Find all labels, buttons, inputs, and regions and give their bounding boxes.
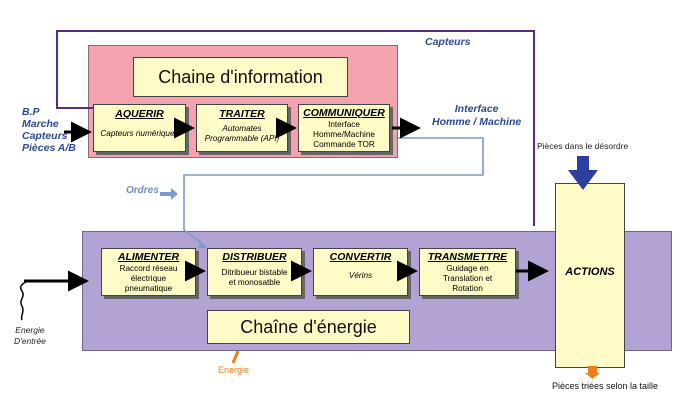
block-convertir-line-1: Vérins — [348, 271, 373, 280]
block-distribuer: DISTRIBUER Ditribueur bistable et monosa… — [207, 248, 302, 296]
block-distribuer-line-1: Ditribueur bistable — [221, 268, 288, 277]
block-aquerir-line-1: Capteurs numériques — [100, 129, 179, 138]
block-traiter-line-1: Automates — [222, 124, 262, 133]
interface-label-line-2: Homme / Machine — [432, 116, 522, 128]
block-aquerir-title: AQUERIR — [115, 108, 164, 120]
energy-chain-title: Chaîne d'énergie — [207, 310, 410, 344]
block-communiquer: COMMUNIQUER Interface Homme/Machine Comm… — [298, 104, 390, 152]
ordres-label: Ordres — [126, 185, 159, 196]
pieces-desordre-label: Pièces dans le désordre — [537, 141, 629, 151]
energie-entree-label: Energie D'entrée — [14, 325, 46, 347]
pieces-triees-label: Pièces triées selon la taille — [552, 381, 659, 391]
interface-label: Interface Homme / Machine — [432, 103, 521, 129]
block-distribuer-title: DISTRIBUER — [222, 251, 287, 263]
block-alimenter-title: ALIMENTER — [117, 251, 180, 263]
block-alimenter-line-3: pneumatique — [124, 284, 173, 293]
inputs-label-line-3: Capteurs — [22, 130, 68, 142]
block-transmettre: TRANSMETTRE Guidage en Translation et Ro… — [419, 248, 516, 296]
block-aquerir: AQUERIR Capteurs numériques — [93, 104, 186, 152]
block-alimenter: ALIMENTER Raccord réseau électrique pneu… — [101, 248, 196, 296]
inputs-label-line-2: Marche — [22, 118, 59, 130]
block-convertir-title: CONVERTIR — [329, 251, 392, 263]
ordres-arrow — [160, 188, 178, 200]
block-communiquer-line-2: Homme/Machine — [313, 130, 375, 139]
block-distribuer-line-2: et monosatble — [228, 278, 281, 287]
inputs-label-line-4: Pièces A/B — [22, 142, 76, 154]
block-communiquer-title: COMMUNIQUER — [303, 107, 385, 119]
energie-tick — [231, 350, 240, 364]
inputs-label: B.P Marche Capteurs Pièces A/B — [22, 106, 76, 154]
energie-label: Energie — [218, 365, 250, 375]
block-transmettre-line-1: Guidage en — [446, 264, 489, 273]
energie-entree-line-1: Energie — [15, 325, 45, 335]
block-traiter-line-2: Programmable (API) — [204, 134, 280, 143]
block-traiter-title: TRAITER — [219, 108, 265, 120]
block-traiter: TRAITER Automates Programmable (API) — [196, 104, 288, 152]
block-transmettre-line-3: Rotation — [452, 284, 483, 293]
interface-label-line-1: Interface — [454, 103, 499, 115]
block-transmettre-title: TRANSMETTRE — [427, 251, 508, 263]
energie-entree-line-2: D'entrée — [14, 336, 46, 346]
information-chain-title: Chaine d'information — [133, 57, 348, 97]
capteurs-label: Capteurs — [425, 36, 471, 48]
inputs-label-line-1: B.P — [22, 106, 40, 118]
block-communiquer-line-3: Commande TOR — [313, 140, 375, 149]
actions-title: ACTIONS — [565, 266, 615, 278]
actions-column: ACTIONS — [555, 183, 625, 368]
block-transmettre-line-2: Translation et — [442, 274, 493, 283]
block-alimenter-line-2: électrique — [130, 274, 167, 283]
block-communiquer-line-1: Interface — [328, 120, 360, 129]
block-convertir: CONVERTIR Vérins — [313, 248, 408, 296]
block-alimenter-line-1: Raccord réseau — [119, 264, 178, 273]
energy-input-curl — [20, 280, 33, 321]
